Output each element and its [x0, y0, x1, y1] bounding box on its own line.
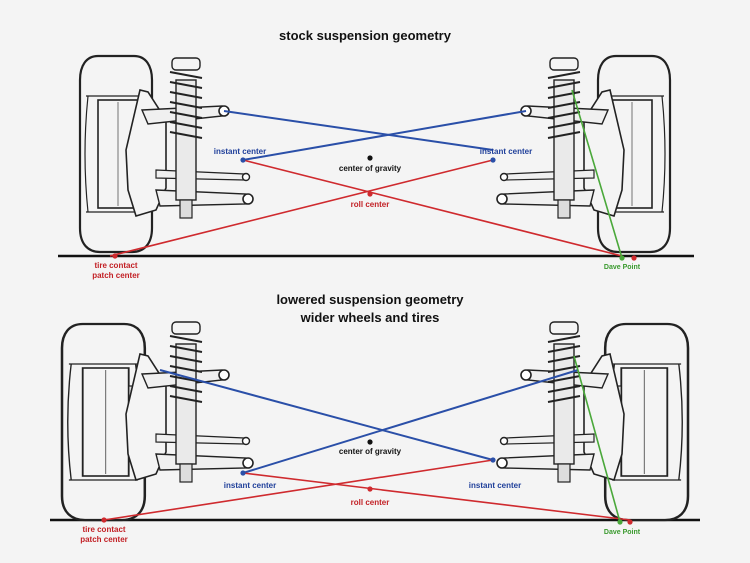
center-of-gravity-label-bottom: center of gravity [339, 447, 402, 456]
instant-center-right-label-bottom: instant center [469, 481, 521, 490]
lowered-title-line1: lowered suspension geometry [276, 292, 464, 307]
tire-contact-label-line2-top: patch center [92, 271, 140, 280]
stock-geometry-panel: stock suspension geometry instant center… [58, 28, 694, 280]
roll-line-left-bottom [103, 459, 494, 521]
roll-center-label-bottom: roll center [351, 498, 390, 507]
dave-point-red-bottom [627, 519, 633, 525]
upper-arm-line-left-bottom [159, 369, 494, 461]
dave-line-bottom [573, 355, 621, 523]
instant-center-right-point-bottom [490, 457, 496, 463]
dave-point-red-top [631, 255, 637, 261]
center-of-gravity-label-top: center of gravity [339, 164, 402, 173]
upper-arm-line-right-top [242, 110, 527, 161]
roll-line-left-top [109, 159, 494, 257]
tire-contact-point-bottom [101, 517, 107, 523]
dave-point-label-bottom: Dave Point [604, 529, 641, 536]
tire-contact-label-line2-bottom: patch center [80, 535, 128, 544]
roll-center-point-bottom [367, 486, 373, 492]
instant-center-right-point-top [490, 157, 496, 163]
tire-contact-point-top [112, 253, 118, 259]
dave-point-label-top: Dave Point [604, 264, 641, 271]
dave-point-green-bottom [617, 519, 623, 525]
roll-center-label-top: roll center [351, 200, 390, 209]
roll-center-point-top [367, 191, 373, 197]
lowered-geometry-panel: lowered suspension geometry wider wheels… [50, 292, 700, 544]
upper-arm-line-left-top [223, 110, 494, 151]
instant-center-left-point-bottom [240, 470, 246, 476]
tire-contact-label-line1-bottom: tire contact [82, 525, 125, 534]
instant-center-left-label-bottom: instant center [224, 481, 276, 490]
lowered-title-line2: wider wheels and tires [300, 310, 440, 325]
dave-line-top [571, 89, 623, 259]
stock-title: stock suspension geometry [279, 28, 452, 43]
roll-line-right-top [242, 159, 623, 257]
instant-center-right-label-top: instant center [480, 147, 532, 156]
center-of-gravity-point-top [367, 155, 373, 161]
tire-contact-label-line1-top: tire contact [94, 261, 137, 270]
center-of-gravity-point-bottom [367, 439, 373, 445]
upper-arm-line-right-bottom [242, 369, 579, 474]
dave-point-green-top [619, 255, 625, 261]
instant-center-left-point-top [240, 157, 246, 163]
instant-center-left-label-top: instant center [214, 147, 266, 156]
roll-line-right-bottom [242, 472, 631, 521]
